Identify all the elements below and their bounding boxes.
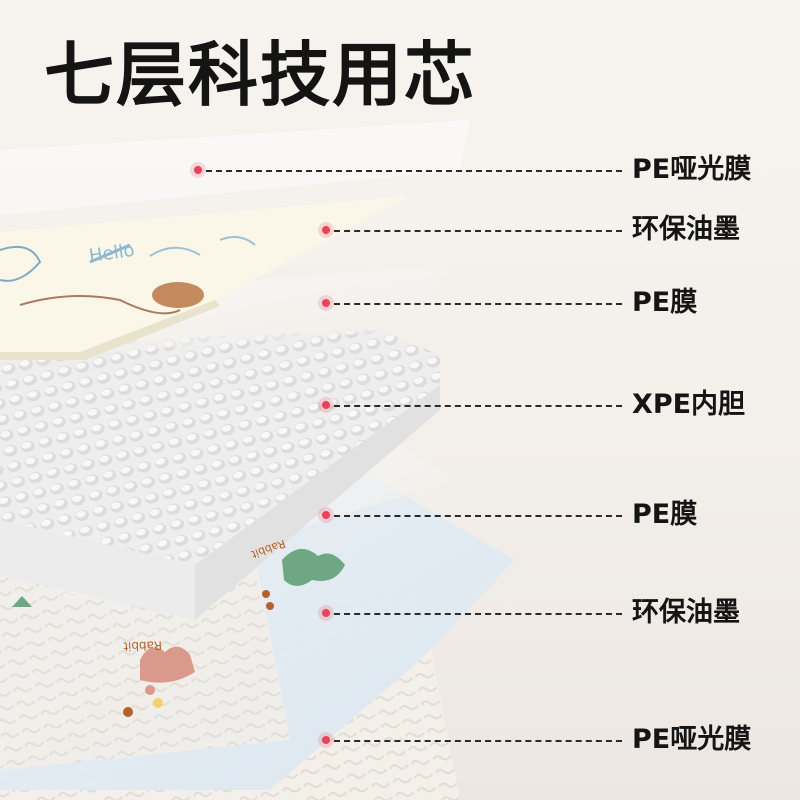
page-title: 七层科技用芯 — [44, 34, 476, 116]
layer-label: PE哑光膜 — [632, 724, 752, 755]
xpe-core-edge — [195, 385, 440, 620]
top-matte-film — [0, 120, 470, 215]
leader-line — [334, 405, 622, 407]
top-print-layer — [0, 196, 410, 352]
skunk-doodle — [262, 548, 345, 610]
marker-dot — [322, 401, 330, 409]
rabbit-doodle — [140, 646, 195, 695]
callout-layer-2: 环保油墨 — [0, 215, 800, 245]
layer-label: 环保油墨 — [632, 597, 740, 628]
callout-layer-4: XPE内胆 — [0, 390, 800, 420]
marker-dot — [322, 736, 330, 744]
leader-line — [334, 230, 622, 232]
layer-label: PE哑光膜 — [632, 154, 752, 185]
callout-layer-7: PE哑光膜 — [0, 725, 800, 755]
leader-line — [334, 515, 622, 517]
leader-line — [334, 740, 622, 742]
marker-dot — [194, 166, 202, 174]
callout-layer-1: PE哑光膜 — [0, 155, 800, 185]
leader-line — [334, 303, 622, 305]
marker-dot — [322, 511, 330, 519]
mat-print-text-rabbit: Rabbit — [123, 638, 162, 653]
marker-dot — [322, 609, 330, 617]
callout-layer-5: PE膜 — [0, 500, 800, 530]
callout-layer-3: PE膜 — [0, 288, 800, 318]
marker-dot — [322, 226, 330, 234]
layer-label: XPE内胆 — [632, 389, 746, 420]
xpe-core-top — [0, 330, 440, 565]
leader-line — [206, 170, 622, 172]
callout-layer-6: 环保油墨 — [0, 598, 800, 628]
marker-dot — [322, 299, 330, 307]
leader-line — [334, 613, 622, 615]
layer-label: PE膜 — [632, 499, 698, 530]
layer-label: 环保油墨 — [632, 214, 740, 245]
layer-label: PE膜 — [632, 287, 698, 318]
